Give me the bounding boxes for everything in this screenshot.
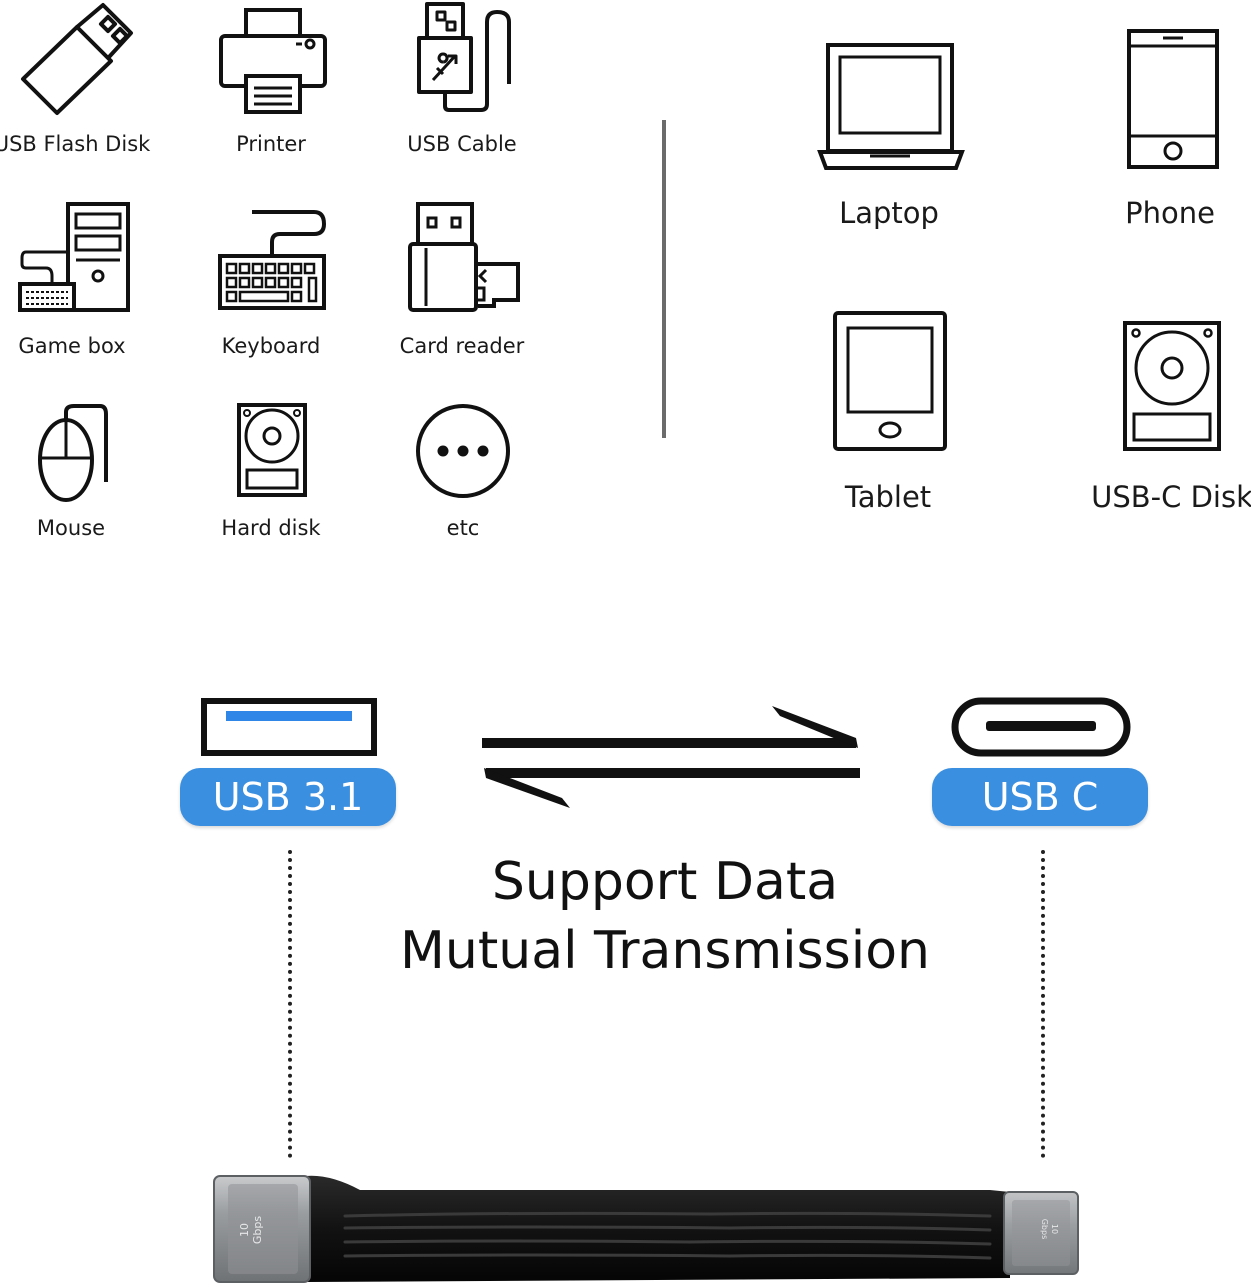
left-speed-value: 10 (238, 1223, 251, 1237)
usb-a-port-icon (201, 698, 377, 756)
right-speed-unit: Gbps (1040, 1218, 1049, 1240)
card-reader-icon (408, 202, 520, 312)
mouse-icon (38, 404, 108, 502)
device-label-tablet: Tablet (844, 480, 932, 514)
device-label-phone: Phone (1125, 196, 1215, 230)
usb-c-disk-icon (1123, 321, 1221, 451)
keyboard-icon (218, 210, 327, 310)
right-housing-speed-text: 10 Gbps (1029, 1207, 1059, 1251)
left-speed-unit: Gbps (251, 1215, 264, 1245)
device-label-usb-c-disk: USB-C Disk (1091, 480, 1251, 514)
device-label-mouse: Mouse (36, 516, 106, 540)
device-label-laptop: Laptop (839, 196, 939, 230)
device-label-usb-flash-disk: USB Flash Disk (0, 132, 151, 156)
right-dotted-line (1041, 850, 1049, 1158)
device-label-usb-cable: USB Cable (407, 132, 517, 156)
ellipsis-icon (416, 404, 510, 498)
device-label-printer: Printer (236, 132, 306, 156)
left-housing-speed-text: 10 Gbps (238, 1200, 278, 1260)
device-label-game-box: Game box (18, 334, 126, 358)
usb-c-label: USB C (932, 768, 1148, 826)
laptop-icon (817, 43, 965, 170)
usb-flash-disk-icon (21, 3, 133, 115)
usb-cable-icon (417, 2, 511, 112)
section-divider (662, 120, 666, 438)
headline-line-2: Mutual Transmission (400, 921, 930, 981)
right-speed-value: 10 (1050, 1223, 1059, 1235)
game-box-icon (18, 202, 130, 312)
device-label-card-reader: Card reader (399, 334, 525, 358)
hard-disk-icon (237, 403, 307, 497)
left-dotted-line (288, 850, 296, 1158)
device-label-keyboard: Keyboard (221, 334, 321, 358)
device-label-etc: etc (446, 516, 480, 540)
usb-c-port-icon (951, 697, 1131, 757)
phone-icon (1127, 29, 1219, 169)
tablet-icon (833, 311, 947, 451)
printer-icon (219, 8, 327, 114)
headline-line-1: Support Data (491, 852, 839, 912)
usb-cable-product-image (213, 1175, 1079, 1283)
bidirectional-arrow-icon (482, 706, 860, 808)
device-label-hard-disk: Hard disk (221, 516, 321, 540)
usb-3-1-label: USB 3.1 (180, 768, 396, 826)
